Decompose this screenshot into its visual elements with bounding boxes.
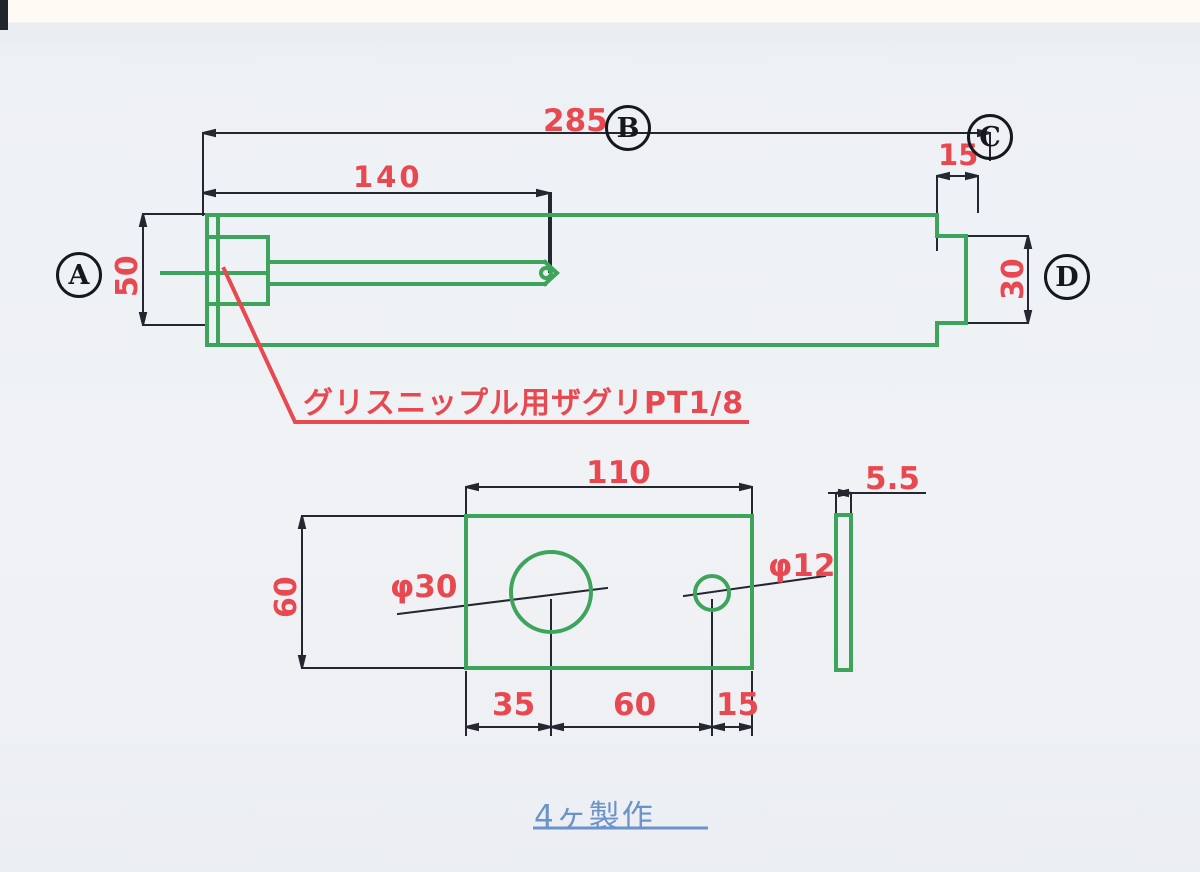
counterbore-pocket <box>205 235 270 306</box>
bore-drill-point <box>542 259 560 287</box>
arrow-60h-top <box>297 515 307 529</box>
arrow-30-top <box>1023 235 1033 249</box>
dim-label-phi12: φ12 <box>768 548 836 584</box>
arrow-15-right <box>965 171 979 181</box>
arrow-110-left <box>465 482 479 492</box>
arrow-chain-e <box>711 722 725 732</box>
leader-line-phi12 <box>682 574 827 598</box>
quantity-note: 4ヶ製作 <box>534 799 655 835</box>
dim-label-15-plate: 15 <box>716 687 760 723</box>
balloon-b: B <box>605 105 651 151</box>
dim-label-285: 285 <box>543 103 608 139</box>
balloon-c: C <box>967 114 1013 160</box>
arrow-30-bottom <box>1023 310 1033 324</box>
arrow-chain-d <box>699 722 713 732</box>
arrow-5p5-right <box>838 488 852 498</box>
balloon-a: A <box>56 252 102 298</box>
dim-label-phi30: φ30 <box>390 569 458 605</box>
arrow-110-right <box>739 482 753 492</box>
callout-note-grease-nipple: グリスニップル用ザグリPT1/8 <box>303 386 745 421</box>
dim-label-140: 140 <box>353 160 423 194</box>
callout-leader-line <box>221 266 749 424</box>
arrow-140-right <box>536 188 550 198</box>
body-outline <box>205 213 968 347</box>
arrow-chain-c <box>550 722 564 732</box>
arrow-140-left <box>202 188 216 198</box>
arrow-chain-f <box>739 722 753 732</box>
bore-end-circle <box>539 266 553 280</box>
arrow-285-left <box>202 128 216 138</box>
arrow-chain-b <box>538 722 552 732</box>
plate-edge-outline <box>834 513 853 672</box>
dim-label-60-spacing: 60 <box>613 687 657 723</box>
arrow-15-left <box>936 171 950 181</box>
dim-label-110: 110 <box>586 455 651 491</box>
arrow-50-top <box>138 213 148 227</box>
balloon-d: D <box>1044 254 1090 300</box>
dim-label-50: 50 <box>110 255 145 297</box>
hole-phi12 <box>693 574 731 612</box>
dim-label-30: 30 <box>996 258 1031 300</box>
dim-label-35: 35 <box>492 687 536 723</box>
plate-outline <box>464 514 754 670</box>
arrow-60h-bottom <box>297 655 307 669</box>
hole-phi30 <box>509 550 593 634</box>
dim-label-5p5: 5.5 <box>865 461 920 497</box>
dim-label-60-height: 60 <box>269 576 304 618</box>
scan-edge-marker <box>0 0 8 30</box>
arrow-50-bottom <box>138 312 148 326</box>
arrow-chain-a <box>465 722 479 732</box>
leader-line-phi30 <box>396 586 609 616</box>
